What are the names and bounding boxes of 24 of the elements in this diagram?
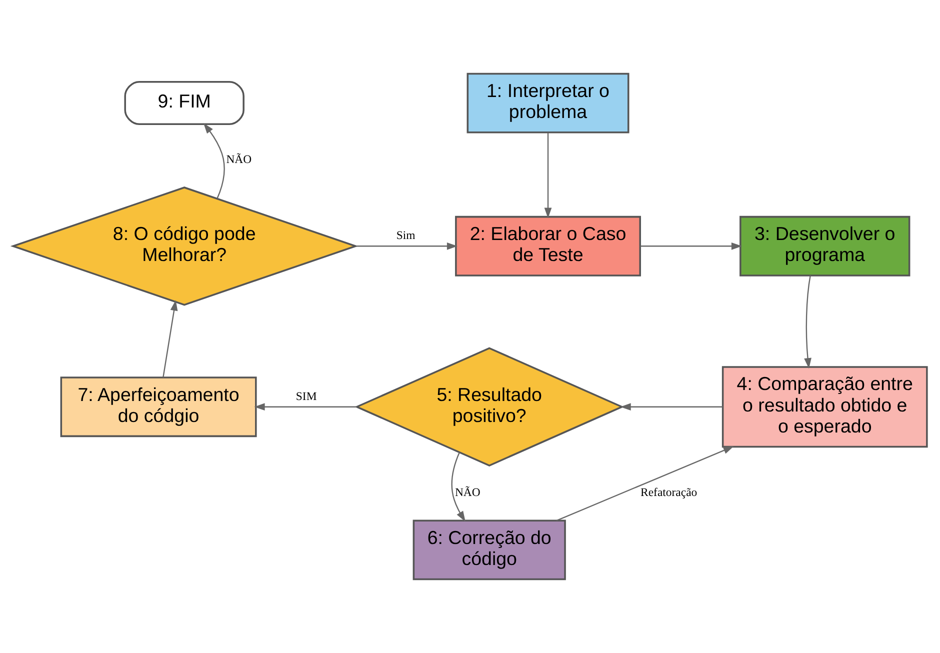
node-diamond: 5: Resultado positivo? [354, 347, 624, 466]
node-box: 3: Desenvolver o programa [740, 216, 910, 276]
arrow [162, 300, 178, 378]
arrow [640, 242, 742, 250]
arrow [620, 403, 723, 411]
arrow [254, 403, 357, 411]
arrow [804, 276, 812, 369]
edge-label: NÃO [226, 152, 252, 166]
node-box: 7: Aperfeiçoamento do códgio [60, 376, 257, 438]
node-box: 1: Interpretar o problema [466, 72, 630, 134]
arrow [356, 242, 458, 250]
edge-label: SIM [296, 390, 317, 403]
node-box: 9: FIM [124, 81, 244, 126]
node-diamond: 8: O código pode Melhorar? [10, 186, 358, 306]
arrow [556, 446, 734, 522]
arrow [203, 123, 225, 199]
arrow [451, 452, 466, 522]
node-box: 4: Comparação entre o resultado obtido e o esperado [722, 366, 928, 448]
node-box: 6: Correção do código [412, 520, 566, 580]
arrow [544, 132, 552, 218]
node-box: 2: Elaborar o Caso de Teste [455, 216, 641, 276]
edge-label: Refatoração [640, 486, 698, 500]
edge-label: NÃO [454, 486, 480, 500]
edge-label: Sim [396, 229, 416, 242]
